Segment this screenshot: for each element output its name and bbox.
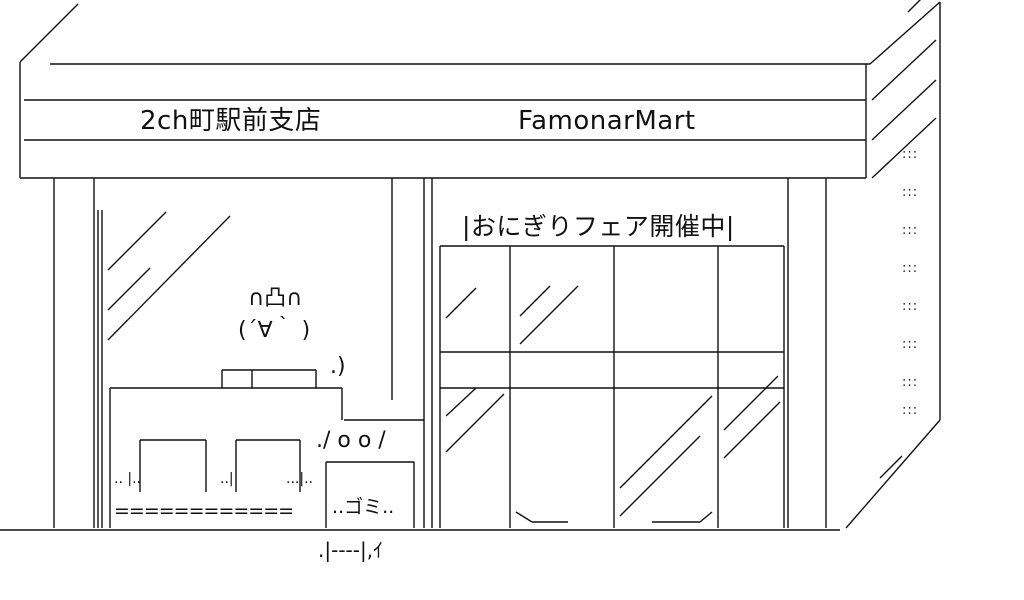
side-wall	[845, 140, 941, 529]
counter-left-dots: .. |..	[114, 471, 141, 487]
right-window-glare	[445, 285, 781, 523]
onigiri-fair-banner: |おにぎりフェア開催中|	[462, 212, 735, 241]
character-ears: ∩凸∩	[248, 286, 303, 311]
store-columns	[53, 178, 827, 528]
side-wall-dots: :::	[902, 185, 919, 200]
trash-bin-outline	[325, 419, 424, 528]
counter-right-dots: ...|..	[286, 471, 313, 487]
counter-rail: ============	[114, 500, 294, 522]
side-wall-dots: :::	[902, 261, 919, 276]
left-window-glare	[107, 211, 231, 341]
trash-bin-lid: ./ o o /	[316, 428, 386, 453]
trash-bin-base: .|----|,ｲ	[318, 538, 384, 562]
store-brand-name: FamonarMart	[518, 106, 696, 136]
side-wall-dots: :::	[902, 403, 919, 418]
counter-mid-dots: ..|	[220, 471, 234, 487]
store-branch-name: 2ch町駅前支店	[140, 106, 322, 136]
trash-bin-label: ..ゴミ..	[332, 496, 395, 518]
checkout-counter	[109, 369, 343, 528]
character-face: (´∀｀ )	[238, 318, 311, 343]
side-wall-dots: :::	[902, 299, 919, 314]
side-wall-dots: :::	[902, 223, 919, 238]
side-wall-dots: :::	[902, 375, 919, 390]
character-hand: .)	[330, 354, 346, 379]
side-wall-dots: :::	[902, 337, 919, 352]
side-wall-dots: :::	[902, 147, 919, 162]
roof-signboard	[19, 0, 941, 179]
right-window-grid	[439, 245, 785, 528]
